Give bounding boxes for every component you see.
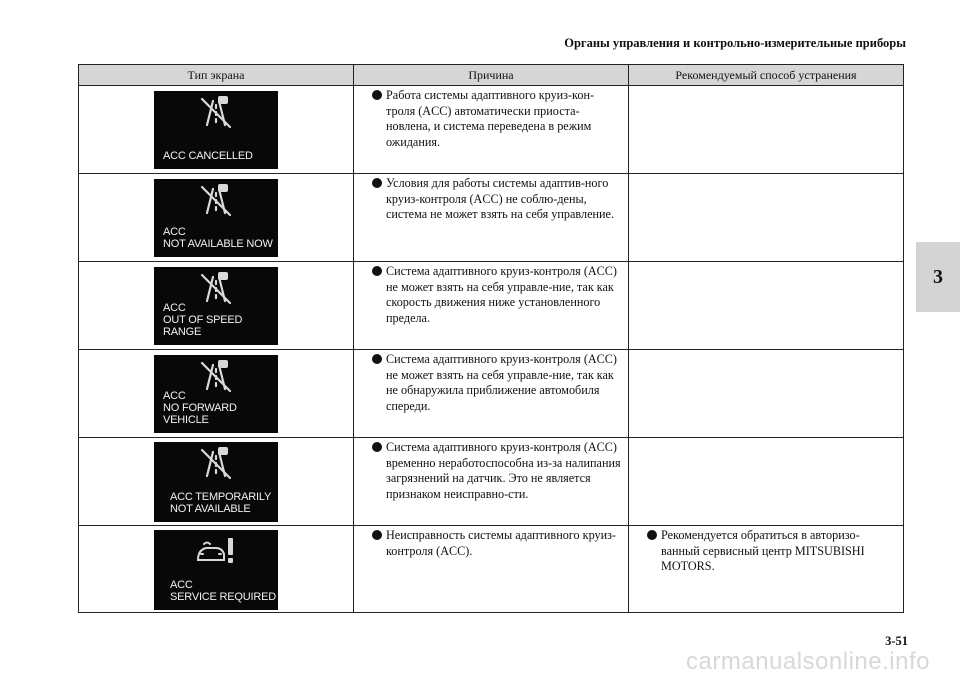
acc-messages-table: Тип экрана Причина Рекомендуемый способ … bbox=[78, 64, 904, 613]
display-screen: ACC SERVICE REQUIRED bbox=[154, 530, 278, 610]
display-message: ACC CANCELLED bbox=[163, 150, 253, 162]
cause-text: Условия для работы системы адаптив-ного … bbox=[386, 176, 614, 221]
cause-cell: Система адаптивного круиз-контроля (ACC)… bbox=[353, 349, 629, 438]
remedy-cell bbox=[628, 85, 904, 174]
table-row: ACC SERVICE REQUIRED Неисправность систе… bbox=[78, 525, 904, 613]
table-row: ACC CANCELLED Работа системы адаптивного… bbox=[78, 85, 904, 174]
column-header-cause: Причина bbox=[353, 64, 629, 86]
screen-cell: ACC TEMPORARILY NOT AVAILABLE bbox=[78, 437, 354, 526]
display-message: ACC NO FORWARD VEHICLE bbox=[163, 390, 237, 426]
table-row: ACC NO FORWARD VEHICLE Система адаптивно… bbox=[78, 349, 904, 438]
display-screen: ACC TEMPORARILY NOT AVAILABLE bbox=[154, 442, 278, 522]
acc-off-icon bbox=[200, 96, 232, 129]
screen-cell: ACC NOT AVAILABLE NOW bbox=[78, 173, 354, 262]
table-row: ACC OUT OF SPEED RANGE Система адаптивно… bbox=[78, 261, 904, 350]
bullet-icon bbox=[647, 530, 657, 540]
display-message: ACC TEMPORARILY NOT AVAILABLE bbox=[170, 491, 272, 515]
acc-off-icon bbox=[200, 360, 232, 393]
chapter-tab: 3 bbox=[916, 242, 960, 312]
screen-cell: ACC OUT OF SPEED RANGE bbox=[78, 261, 354, 350]
display-screen: ACC OUT OF SPEED RANGE bbox=[154, 267, 278, 345]
table-row: ACC TEMPORARILY NOT AVAILABLE Система ад… bbox=[78, 437, 904, 526]
display-screen: ACC CANCELLED bbox=[154, 91, 278, 169]
cause-text: Система адаптивного круиз-контроля (ACC)… bbox=[386, 440, 621, 501]
page-number: 3-51 bbox=[885, 634, 908, 648]
screen-cell: ACC NO FORWARD VEHICLE bbox=[78, 349, 354, 438]
screen-cell: ACC SERVICE REQUIRED bbox=[78, 525, 354, 613]
cause-cell: Система адаптивного круиз-контроля (ACC)… bbox=[353, 261, 629, 350]
column-header-screen: Тип экрана bbox=[78, 64, 354, 86]
remedy-cell bbox=[628, 349, 904, 438]
cause-cell: Работа системы адаптивного круиз-кон-тро… bbox=[353, 85, 629, 174]
display-message: ACC OUT OF SPEED RANGE bbox=[163, 302, 243, 338]
remedy-cell: Рекомендуется обратиться в авторизо-ванн… bbox=[628, 525, 904, 613]
display-screen: ACC NOT AVAILABLE NOW bbox=[154, 179, 278, 257]
display-screen: ACC NO FORWARD VEHICLE bbox=[154, 355, 278, 433]
acc-off-icon bbox=[200, 272, 232, 305]
page-header-title: Органы управления и контрольно-измерител… bbox=[564, 36, 906, 50]
column-header-remedy: Рекомендуемый способ устранения bbox=[628, 64, 904, 86]
remedy-cell bbox=[628, 437, 904, 526]
bullet-icon bbox=[372, 178, 382, 188]
table-row: ACC NOT AVAILABLE NOW Условия для работы… bbox=[78, 173, 904, 262]
remedy-text: Рекомендуется обратиться в авторизо-ванн… bbox=[661, 528, 865, 573]
watermark-logo: carmanualsonline.info bbox=[686, 648, 930, 675]
cause-text: Система адаптивного круиз-контроля (ACC)… bbox=[386, 264, 617, 325]
table-header-row: Тип экрана Причина Рекомендуемый способ … bbox=[78, 64, 904, 86]
cause-cell: Система адаптивного круиз-контроля (ACC)… bbox=[353, 437, 629, 526]
display-message: ACC SERVICE REQUIRED bbox=[170, 579, 277, 603]
cause-text: Система адаптивного круиз-контроля (ACC)… bbox=[386, 352, 617, 413]
bullet-icon bbox=[372, 442, 382, 452]
cause-text: Неисправность системы адаптивного круиз-… bbox=[386, 528, 616, 558]
bullet-icon bbox=[372, 354, 382, 364]
bullet-icon bbox=[372, 90, 382, 100]
remedy-cell bbox=[628, 261, 904, 350]
acc-warning-icon bbox=[196, 538, 233, 563]
acc-off-icon bbox=[200, 447, 232, 480]
bullet-icon bbox=[372, 266, 382, 276]
remedy-cell bbox=[628, 173, 904, 262]
screen-cell: ACC CANCELLED bbox=[78, 85, 354, 174]
cause-text: Работа системы адаптивного круиз-кон-тро… bbox=[386, 88, 595, 149]
cause-cell: Неисправность системы адаптивного круиз-… bbox=[353, 525, 629, 613]
bullet-icon bbox=[372, 530, 382, 540]
acc-off-icon bbox=[200, 184, 232, 217]
cause-cell: Условия для работы системы адаптив-ного … bbox=[353, 173, 629, 262]
display-message: ACC NOT AVAILABLE NOW bbox=[163, 226, 273, 250]
